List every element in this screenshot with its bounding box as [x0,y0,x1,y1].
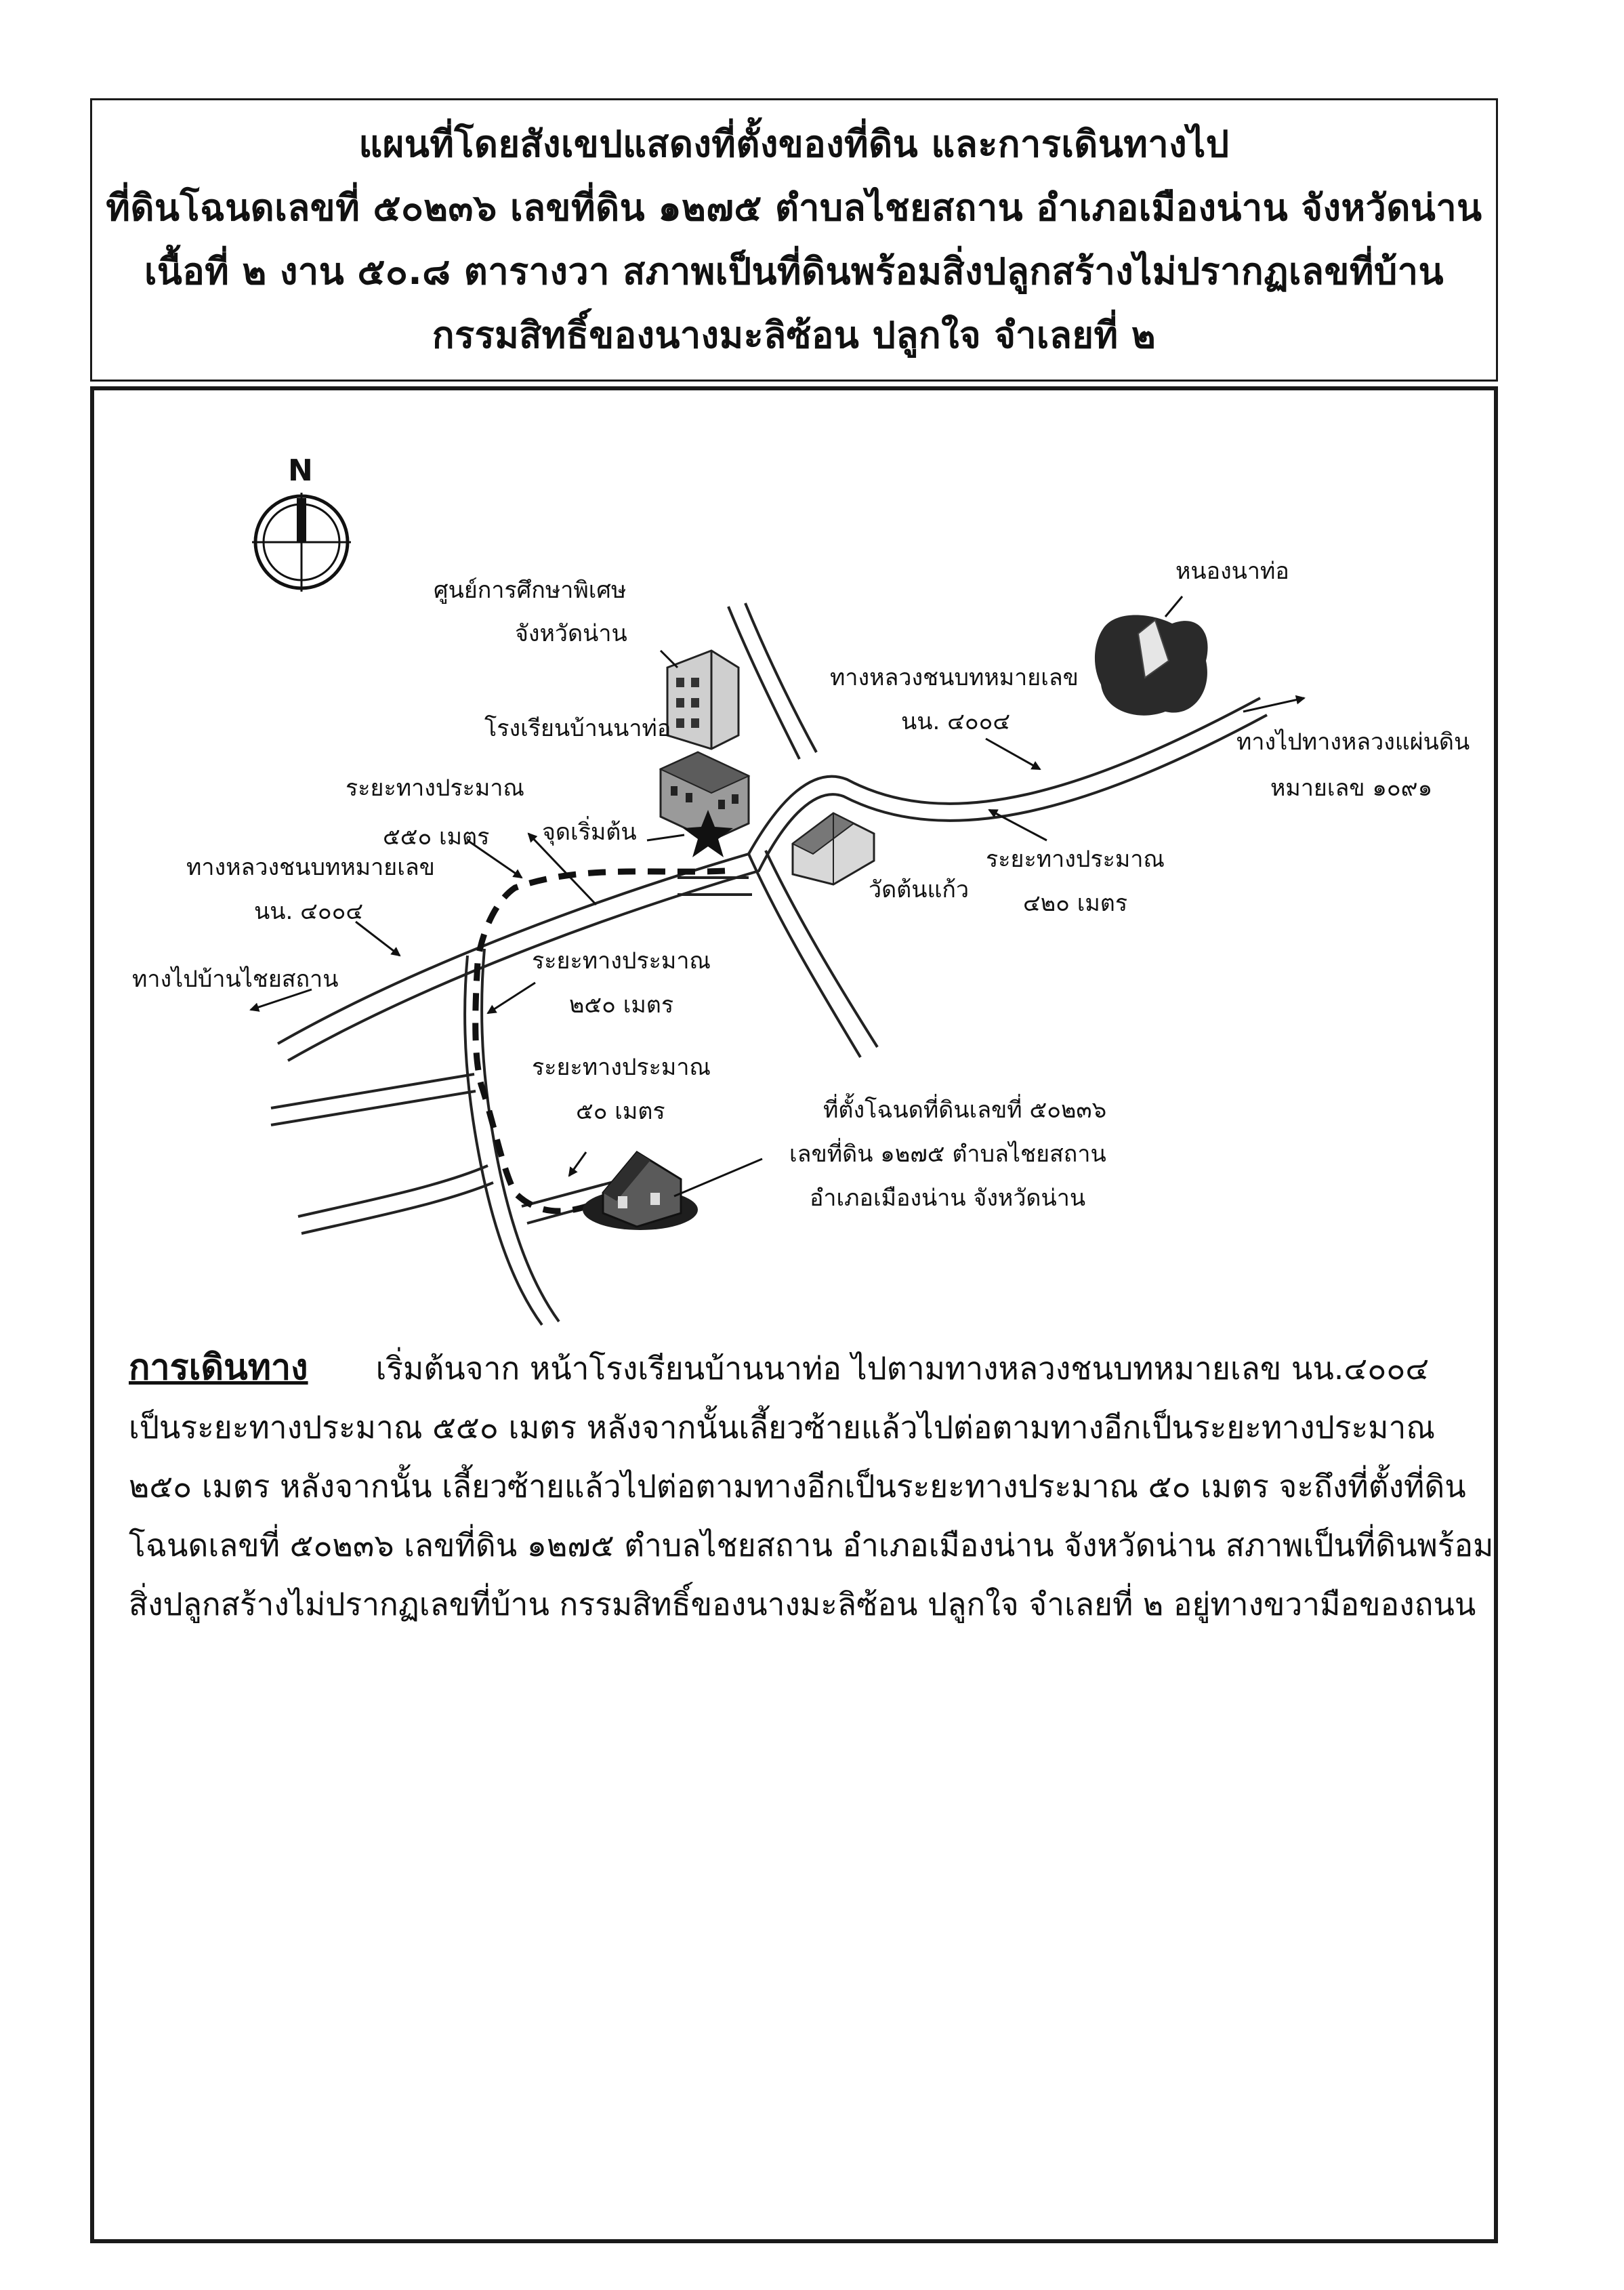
compass-icon [252,493,351,592]
label-land-location-1: ที่ตั้งโฉนดที่ดินเลขที่ ๕๐๒๓๖ [823,1097,1107,1124]
label-special-edu-center-1: ศูนย์การศึกษาพิเศษ [434,577,627,604]
label-nong-na-tho: หนองนาท่อ [1175,558,1289,585]
label-distance-50-1: ระยะทางประมาณ [532,1054,711,1081]
road-south-vertical-inner [480,948,560,1323]
directions-line-1: การเดินทาง เริ่มต้นจาก หน้าโรงเรียนบ้านนา… [129,1338,1477,1398]
directions-line-5: สิ่งปลูกสร้างไม่ปรากฏเลขที่บ้าน กรรมสิทธ… [129,1586,1476,1622]
label-land-location-2: เลขที่ดิน ๑๒๗๕ ตำบลไชยสถาน [789,1141,1106,1168]
directions-heading: การเดินทาง [129,1347,308,1388]
temple-wat-ton-kaeo-icon [791,812,875,886]
title-line-4: กรรมสิทธิ์ของนางมะลิซ้อน ปลูกใจ จำเลยที่… [432,314,1157,356]
label-school: โรงเรียนบ้านนาท่อ [484,715,671,742]
title-line-2: ที่ดินโฉนดเลขที่ ๕๐๒๓๖ เลขที่ดิน ๑๒๗๕ ตำ… [106,186,1482,229]
label-to-chai-sathan: ทางไปบ้านไชยสถาน [132,966,339,993]
property-building-icon [583,1151,698,1230]
road-west-horizontal [270,1073,475,1109]
road-far-west-inner [301,1181,494,1235]
road-far-west [297,1164,488,1218]
road-main-highway [277,697,1261,1045]
title-line-3: เนื้อที่ ๒ งาน ๕๐.๘ ตารางวา สภาพเป็นที่ด… [144,250,1444,293]
label-start-point: จุดเริ่มต้น [542,819,637,846]
road-north-branch-inner [744,602,818,753]
label-distance-420-1: ระยะทางประมาณ [986,846,1165,873]
road-north-branch [727,606,801,760]
title-line-1: แผนที่โดยสังเขปแสดงที่ตั้งของที่ดิน และก… [358,123,1230,165]
road-to-property [521,1178,624,1208]
label-special-edu-center-2: จังหวัดน่าน [515,620,627,647]
label-highway-right-1: ทางหลวงชนบทหมายเลข [830,664,1079,691]
directions-section: การเดินทาง เริ่มต้นจาก หน้าโรงเรียนบ้านนา… [129,1338,1494,1634]
label-land-location-3: อำเภอเมืองน่าน จังหวัดน่าน [810,1185,1086,1212]
compass-north-label: N [288,453,313,488]
label-highway-left-1: ทางหลวงชนบทหมายเลข [186,854,435,881]
road-west-horizontal-inner [270,1090,476,1126]
label-distance-420-2: ๔๒๐ เมตร [1023,890,1128,917]
start-point-star-icon [683,810,733,857]
route-dashed-line [472,867,726,1214]
road-south-vertical [463,955,543,1326]
label-distance-50-2: ๕๐ เมตร [576,1098,665,1125]
label-distance-250-2: ๒๕๐ เมตร [569,991,674,1019]
label-to-national-highway-2: หมายเลข ๑๐๙๑ [1270,775,1433,802]
label-highway-right-2: นน. ๔๐๐๔ [901,708,1011,735]
label-distance-250-1: ระยะทางประมาณ [532,947,711,975]
building-school-icon [659,751,751,842]
label-highway-left-2: นน. ๔๐๐๔ [254,898,364,925]
road-main-highway-inner [287,714,1268,1062]
pointer-lines [249,596,1306,1198]
directions-text-1: เริ่มต้นจาก หน้าโรงเรียนบ้านนาท่อ ไปตามท… [375,1350,1430,1387]
directions-line-2: เป็นระยะทางประมาณ ๕๕๐ เมตร หลังจากนั้นเล… [129,1409,1436,1446]
directions-line-3: ๒๕๐ เมตร หลังจากนั้น เลี้ยวซ้ายแล้วไปต่อ… [129,1468,1466,1505]
road-southeast-branch-inner [764,850,879,1048]
label-to-national-highway-1: ทางไปทางหลวงแผ่นดิน [1236,729,1470,756]
label-distance-550-1: ระยะทางประมาณ [346,775,524,802]
label-wat-ton-kaeo: วัดต้นแก้ว [869,876,970,903]
main-frame [90,386,1498,2243]
roads [270,602,1268,1326]
directions-line-4: โฉนดเลขที่ ๕๐๒๓๖ เลขที่ดิน ๑๒๗๕ ตำบลไชยส… [129,1527,1494,1563]
road-southeast-branch [747,853,862,1059]
nong-na-tho-icon [1094,615,1208,716]
building-special-edu-center-icon [666,649,740,750]
title-box: แผนที่โดยสังเขปแสดงที่ตั้งของที่ดิน และก… [90,98,1498,382]
label-distance-550-2: ๕๕๐ เมตร [383,823,490,851]
